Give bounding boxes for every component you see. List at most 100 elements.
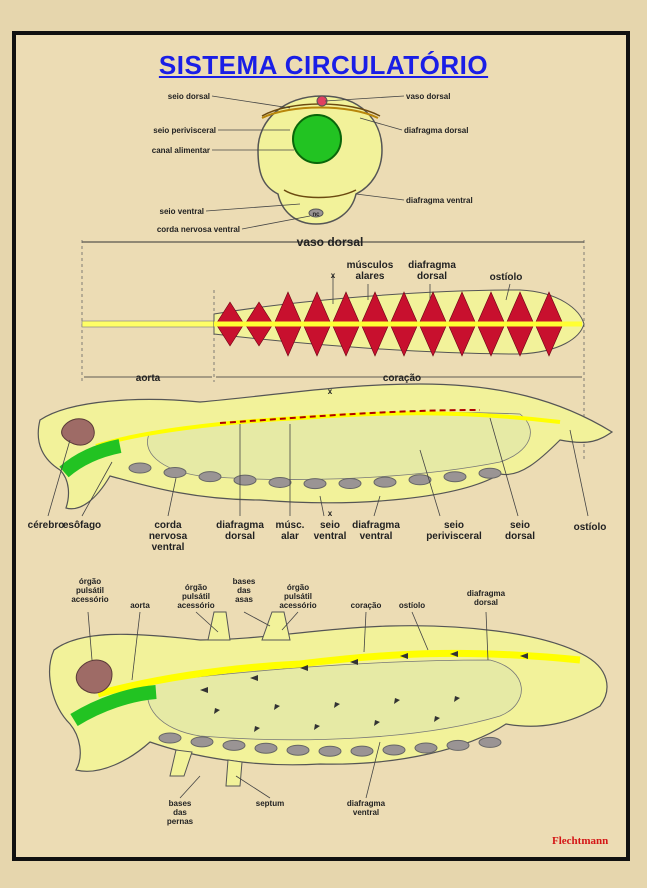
lateral-view bbox=[37, 383, 614, 517]
ganglion bbox=[446, 739, 470, 751]
cross-label-left: seio dorsal bbox=[168, 92, 210, 101]
cross-label-left: corda nervosa ventral bbox=[157, 225, 240, 234]
ganglion bbox=[338, 477, 362, 489]
flow-arrow bbox=[274, 704, 280, 710]
flow-arrow bbox=[350, 659, 358, 665]
flow-top-label: coração bbox=[351, 601, 382, 610]
cross-nerve-abbrev: nc bbox=[312, 212, 320, 218]
lateral-x-mark: x bbox=[328, 509, 333, 518]
flow-arrow bbox=[450, 651, 458, 657]
page-title: SISTEMA CIRCULATÓRIO bbox=[158, 50, 489, 80]
ganglion bbox=[286, 744, 310, 756]
wing-base-1 bbox=[207, 611, 231, 641]
lateral-brain bbox=[61, 418, 95, 446]
lateral-label: ostíolo bbox=[574, 522, 607, 533]
ventral-diaphragm bbox=[283, 189, 357, 199]
flow-arrow bbox=[334, 702, 340, 708]
leg-base-1 bbox=[169, 749, 193, 777]
leg-base-2 bbox=[225, 759, 243, 787]
ganglion bbox=[254, 742, 278, 754]
flow-leaders bbox=[87, 611, 489, 799]
flow-arrow bbox=[394, 698, 400, 704]
ganglion bbox=[414, 742, 438, 754]
ganglion bbox=[163, 467, 187, 479]
vessel-x-mark: x bbox=[331, 271, 336, 280]
lateral-label: esôfago bbox=[63, 520, 101, 531]
cross-label-left: canal alimentar bbox=[152, 146, 210, 155]
cross-label-right: diafragma dorsal bbox=[404, 126, 468, 135]
flow-arrow bbox=[300, 665, 308, 671]
lateral-leaders bbox=[47, 417, 589, 517]
flow-arrow bbox=[250, 675, 258, 681]
lateral-label: músc.alar bbox=[276, 520, 305, 542]
cross-label-left: seio perivisceral bbox=[153, 126, 216, 135]
flow-arrow bbox=[400, 653, 408, 659]
ganglion bbox=[318, 745, 342, 757]
cross-label-left: seio ventral bbox=[160, 207, 204, 216]
flow-arrow bbox=[214, 708, 220, 714]
ganglion bbox=[233, 474, 257, 486]
flow-esophagus bbox=[70, 685, 157, 726]
ganglion bbox=[373, 476, 397, 488]
lateral-label: cérebro bbox=[28, 520, 65, 531]
flow-coelom bbox=[147, 659, 522, 741]
lateral-nerve-cord bbox=[128, 462, 502, 490]
ganglion bbox=[478, 736, 502, 748]
aorta-label: aorta bbox=[136, 373, 161, 384]
flow-arrows bbox=[200, 651, 528, 732]
ganglion bbox=[443, 471, 467, 483]
cross-label-right: diafragma ventral bbox=[406, 196, 473, 205]
alimentary-canal bbox=[292, 114, 342, 164]
cross-leader-lines bbox=[205, 95, 405, 230]
ganglion bbox=[158, 732, 182, 744]
flow-arrow bbox=[374, 720, 380, 726]
cross-nerve-cord bbox=[308, 208, 324, 218]
vessel-title: vaso dorsal bbox=[297, 235, 364, 249]
ganglion bbox=[350, 745, 374, 757]
flow-top-label: ostíolo bbox=[399, 601, 425, 610]
ganglion bbox=[222, 739, 246, 751]
flow-bottom-label: septum bbox=[256, 799, 284, 808]
flow-brain bbox=[75, 659, 113, 694]
lateral-heart-dash bbox=[219, 409, 481, 424]
ganglion bbox=[303, 478, 327, 490]
flow-view bbox=[49, 611, 608, 799]
ganglion bbox=[128, 462, 152, 474]
ganglion bbox=[478, 467, 502, 479]
cross-section bbox=[205, 95, 405, 230]
flow-top-label: aorta bbox=[130, 601, 150, 610]
lateral-esophagus bbox=[59, 439, 122, 478]
ganglion bbox=[408, 474, 432, 486]
flow-arrow bbox=[454, 696, 460, 702]
aorta-tube bbox=[81, 320, 215, 328]
flow-arrow bbox=[314, 724, 320, 730]
flow-arrow bbox=[434, 716, 440, 722]
flow-arrow bbox=[254, 726, 260, 732]
signature: Flechtmann bbox=[552, 835, 609, 847]
flow-nerve-cord bbox=[158, 732, 502, 757]
cross-label-right: vaso dorsal bbox=[406, 92, 450, 101]
ganglion bbox=[190, 736, 214, 748]
vessel-ostiole-label: ostíolo bbox=[490, 272, 523, 283]
text-labels: seio dorsal seio perivisceral canal alimen… bbox=[28, 92, 607, 826]
ganglion bbox=[268, 476, 292, 488]
flow-dorsal-vessel bbox=[97, 649, 581, 698]
heart-label: coração bbox=[383, 373, 421, 384]
dorsal-vessel-section bbox=[81, 240, 585, 460]
flow-arrow bbox=[200, 687, 208, 693]
